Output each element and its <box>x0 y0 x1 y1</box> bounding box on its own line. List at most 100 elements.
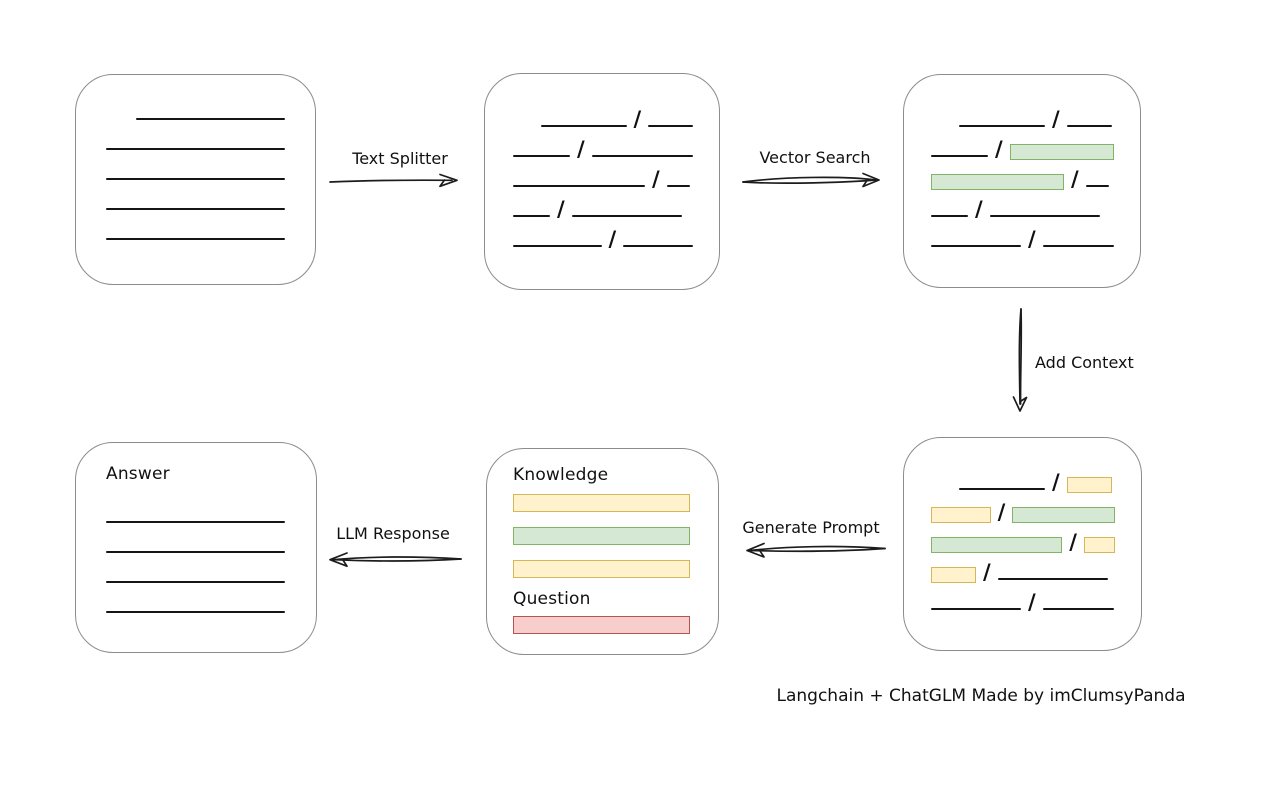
chunk-separator-slash: / <box>608 227 617 251</box>
text-line <box>571 215 682 217</box>
text-row <box>106 122 287 152</box>
node-answer: Answer <box>75 442 317 653</box>
node-matched-chunks: / / / / / <box>903 74 1141 288</box>
text-row: / <box>513 159 693 191</box>
text-row: / <box>931 582 1115 614</box>
chunk-separator-slash: / <box>652 167 660 191</box>
text-row: / <box>513 189 693 220</box>
text-row <box>106 212 287 242</box>
text-line <box>931 608 1021 610</box>
text-splitter-arrow-icon <box>329 173 458 188</box>
text-row <box>513 494 692 512</box>
text-line <box>513 245 602 247</box>
text-row: / <box>931 522 1115 554</box>
indent-gap <box>931 128 959 129</box>
text-line <box>591 155 693 157</box>
question-heading: Question <box>513 589 591 609</box>
chunk-separator-slash: / <box>1028 590 1036 614</box>
text-line <box>666 185 690 187</box>
llm-response-label: LLM Response <box>336 524 450 543</box>
text-row: / <box>513 219 693 251</box>
text-line <box>1085 185 1109 187</box>
chunk-separator-slash: / <box>975 197 983 221</box>
text-row: / <box>513 129 693 161</box>
answer-heading: Answer <box>106 464 170 484</box>
yellow-chunk <box>1066 477 1112 493</box>
text-line <box>959 488 1045 490</box>
text-row <box>513 616 692 634</box>
text-row: / <box>931 159 1114 191</box>
chunk-separator-slash: / <box>633 107 642 131</box>
text-row <box>106 555 288 585</box>
chunk-separator-slash: / <box>1028 227 1036 251</box>
text-line <box>136 118 285 120</box>
text-row: / <box>931 552 1115 584</box>
chunk-separator-slash: / <box>983 560 991 584</box>
text-line <box>931 245 1021 247</box>
text-row: / <box>931 129 1114 161</box>
chunk-separator-slash: / <box>1071 167 1079 191</box>
text-row <box>106 92 287 122</box>
chunk-separator-slash: / <box>577 137 585 161</box>
text-row <box>106 152 287 182</box>
generate-prompt-arrow-icon <box>746 542 886 558</box>
text-line <box>513 185 645 187</box>
text-line <box>1042 608 1114 610</box>
generate-prompt-label: Generate Prompt <box>742 518 880 537</box>
indent-gap <box>106 121 136 122</box>
diagram-caption: Langchain + ChatGLM Made by imClumsyPand… <box>776 686 1186 706</box>
text-row <box>513 527 692 545</box>
text-line <box>513 155 571 157</box>
text-line <box>1042 245 1114 247</box>
green-chunk <box>931 537 1063 553</box>
text-line <box>106 178 285 180</box>
add-context-label: Add Context <box>1035 353 1134 372</box>
text-line <box>106 148 285 150</box>
red-chunk <box>513 616 690 634</box>
yellow-chunk <box>931 567 976 583</box>
text-line <box>931 215 968 217</box>
text-row: / <box>931 99 1114 131</box>
text-line <box>540 125 627 127</box>
knowledge-bars <box>513 494 692 578</box>
text-line <box>106 581 285 583</box>
vector-search-label: Vector Search <box>759 148 871 167</box>
chunk-separator-slash: / <box>997 500 1006 524</box>
green-chunk <box>931 174 1064 190</box>
text-line <box>1066 125 1112 127</box>
text-row: / <box>931 492 1115 524</box>
knowledge-heading: Knowledge <box>513 465 609 485</box>
text-line <box>513 215 550 217</box>
green-chunk <box>513 527 690 545</box>
text-row: / <box>931 219 1114 251</box>
text-row <box>513 560 692 578</box>
chunk-separator-slash: / <box>1052 107 1060 131</box>
text-row: / <box>931 189 1114 221</box>
text-line <box>106 208 285 210</box>
node-context-chunks: / / / / / <box>903 437 1142 651</box>
chunk-separator-slash: / <box>1052 470 1060 494</box>
text-line <box>997 578 1108 580</box>
text-line <box>931 155 989 157</box>
text-line <box>106 238 285 240</box>
indent-gap <box>513 128 541 129</box>
text-row <box>106 585 288 615</box>
text-row <box>106 182 287 212</box>
answer-lines <box>106 495 288 615</box>
text-line <box>989 215 1100 217</box>
yellow-chunk <box>1083 537 1115 553</box>
vector-search-arrow-icon <box>742 172 880 188</box>
chunk-separator-slash: / <box>1069 530 1077 554</box>
text-line <box>106 521 285 523</box>
text-splitter-label: Text Splitter <box>352 149 448 168</box>
text-line <box>648 125 693 127</box>
text-line <box>959 125 1045 127</box>
green-chunk <box>1012 507 1115 523</box>
text-row: / <box>931 462 1115 494</box>
add-context-arrow-icon <box>1012 308 1028 412</box>
text-row <box>106 525 288 555</box>
chunk-separator-slash: / <box>995 137 1003 161</box>
text-line <box>106 551 285 553</box>
text-row <box>106 495 288 525</box>
llm-response-arrow-icon <box>329 552 462 568</box>
